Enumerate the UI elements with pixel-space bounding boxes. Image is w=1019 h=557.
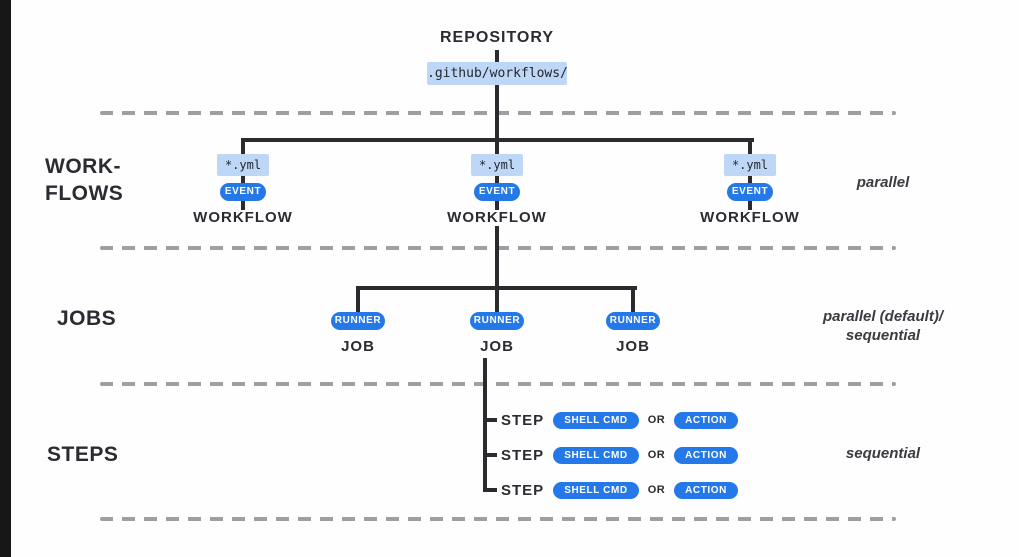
section-label-jobs: JOBS [57,307,117,330]
workflows-path-badge: .github/workflows/ [427,62,568,85]
yml-file-badge: *.yml [217,154,269,176]
section-divider-dashed [100,382,896,386]
step-label: STEP [501,446,545,464]
yml-file-badge: *.yml [471,154,523,176]
repository-title: REPOSITORY [439,29,555,46]
job-label: JOB [616,338,650,355]
step-label: STEP [501,411,545,429]
runner-pill: RUNNER [606,312,660,330]
section-label-workflows-line1: WORK- [45,155,121,178]
step-row: STEP SHELL CMD OR ACTION [501,408,738,432]
mode-label-jobs-line1: parallel (default)/ [822,308,944,325]
step-row: STEP SHELL CMD OR ACTION [501,478,738,502]
action-pill: ACTION [674,481,738,499]
or-text: OR [647,449,666,461]
action-pill: ACTION [674,411,738,429]
shell-cmd-pill: SHELL CMD [553,411,639,429]
job-label: JOB [341,338,375,355]
step-label: STEP [501,481,545,499]
workflow-label: WORKFLOW [193,209,293,226]
workflow-label: WORKFLOW [447,209,547,226]
trunk-connector-line [495,50,499,142]
event-pill: EVENT [474,183,520,201]
section-label-workflows: WORK- FLOWS [45,153,123,207]
shell-cmd-pill: SHELL CMD [553,481,639,499]
step-tick-line [483,453,497,457]
yml-file-badge: *.yml [724,154,776,176]
event-pill: EVENT [220,183,266,201]
mode-label-jobs-line2: sequential [845,327,921,344]
mode-label-jobs: parallel (default)/ sequential [798,307,968,345]
left-edge-strip [0,0,11,557]
shell-cmd-pill: SHELL CMD [553,446,639,464]
job-drop-line [495,286,499,314]
mode-label-steps: sequential [845,445,921,462]
step-row: STEP SHELL CMD OR ACTION [501,443,738,467]
section-label-steps: STEPS [47,443,119,466]
section-label-workflows-line2: FLOWS [45,182,124,205]
or-text: OR [647,484,666,496]
step-tick-line [483,488,497,492]
workflow-label: WORKFLOW [700,209,800,226]
job-drop-line [356,286,360,314]
or-text: OR [647,414,666,426]
action-pill: ACTION [674,446,738,464]
runner-pill: RUNNER [470,312,524,330]
runner-pill: RUNNER [331,312,385,330]
workflow-to-jobs-connector-line [495,226,499,288]
job-drop-line [631,286,635,314]
event-pill: EVENT [727,183,773,201]
steps-spine-line [483,358,487,492]
mode-label-workflows: parallel [856,174,910,191]
step-tick-line [483,418,497,422]
job-label: JOB [480,338,514,355]
section-divider-dashed [100,517,896,521]
